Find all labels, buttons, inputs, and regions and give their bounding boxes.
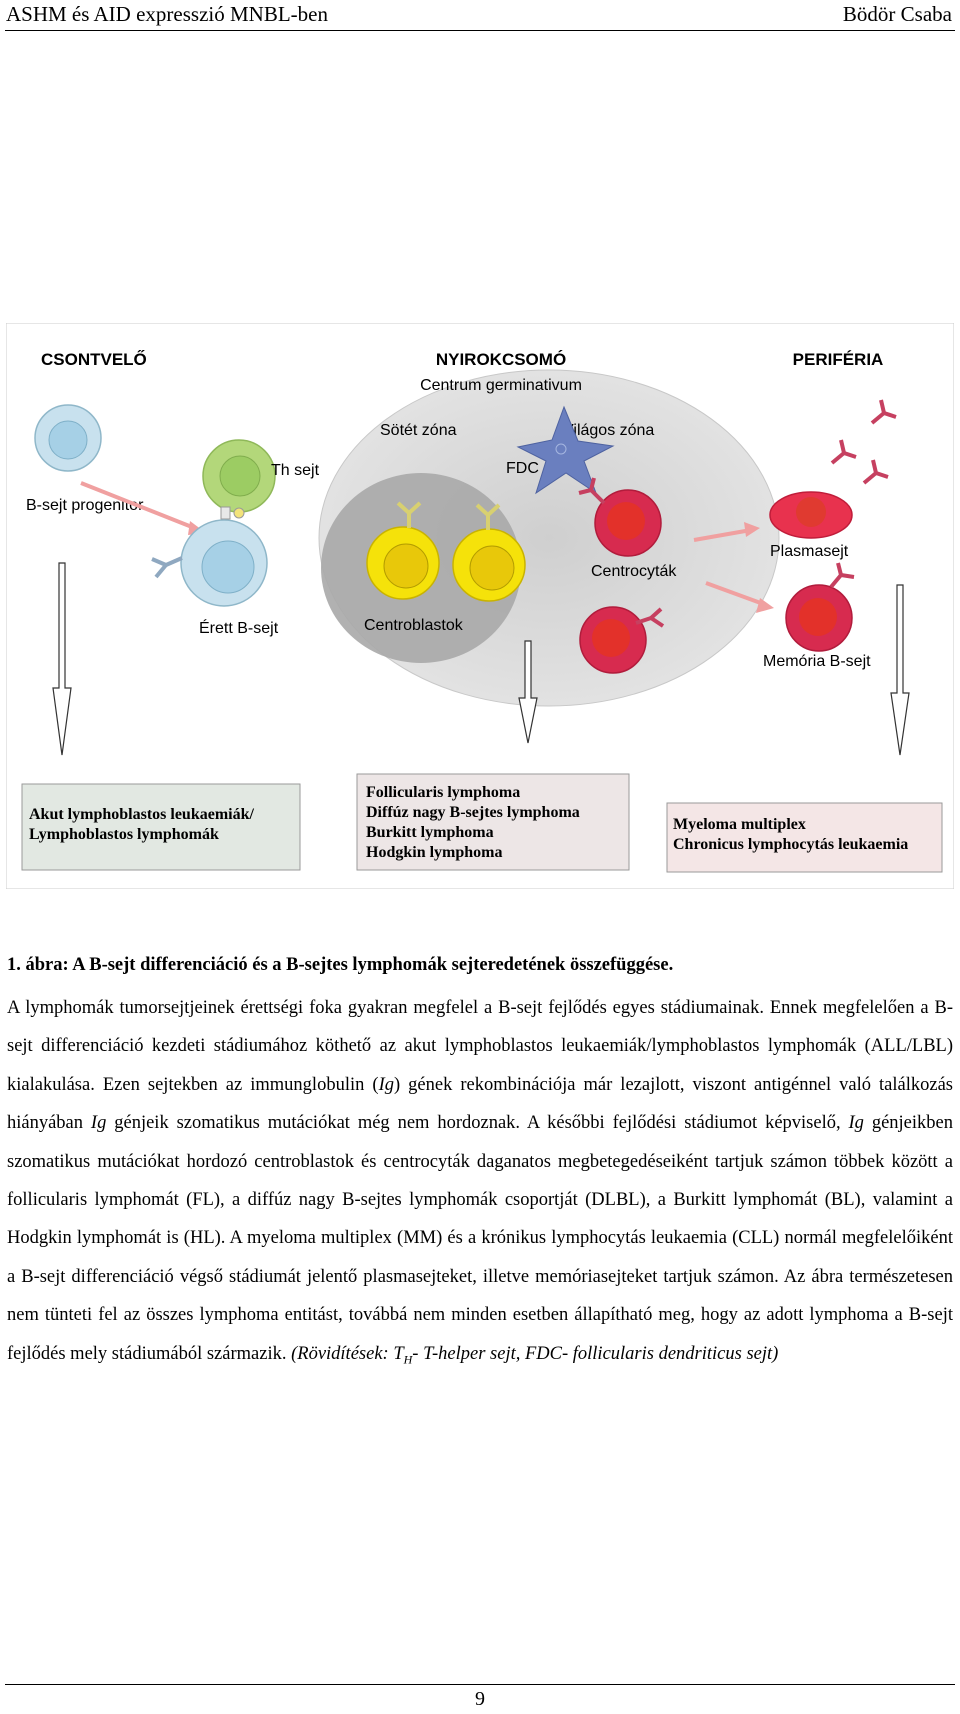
label-fdc: FDC <box>506 460 539 477</box>
th-cell <box>202 439 276 520</box>
svg-text:Lymphoblastos lymphomák: Lymphoblastos lymphomák <box>29 826 219 843</box>
label-dark-zone: Sötét zóna <box>380 422 457 439</box>
b-cell-differentiation-figure: CSONTVELŐ NYIROKCSOMÓ Centrum germinativ… <box>6 323 954 889</box>
svg-text:Hodgkin lymphoma: Hodgkin lymphoma <box>366 844 502 861</box>
label-germinal-center: Centrum germinativum <box>420 377 582 394</box>
box-mm-cll: Myeloma multiplex Chronicus lymphocytás … <box>666 802 943 873</box>
box-all-lbl: Akut lymphoblastos leukaemiák/ Lymphobla… <box>21 783 301 871</box>
page-number: 9 <box>475 1688 485 1710</box>
svg-text:Diffúz nagy B-sejtes lymphoma: Diffúz nagy B-sejtes lymphoma <box>366 804 580 821</box>
svg-text:Chronicus lymphocytás leukaemi: Chronicus lymphocytás leukaemia <box>673 836 908 853</box>
fdc-cell <box>516 405 615 495</box>
label-bone-marrow: CSONTVELŐ <box>41 350 147 369</box>
svg-text:Burkitt lymphoma: Burkitt lymphoma <box>366 824 494 841</box>
header-rule <box>5 30 955 31</box>
header-title: ASHM és AID expresszió MNBL-ben <box>6 2 328 26</box>
label-periphery: PERIFÉRIA <box>793 350 884 369</box>
label-centroblasts: Centroblastok <box>364 617 464 634</box>
label-th-cell: Th sejt <box>271 462 320 479</box>
memory-b-cell <box>785 562 855 652</box>
label-b-progenitor: B-sejt progenitor <box>26 497 144 514</box>
label-plasma-cell: Plasmasejt <box>770 543 849 560</box>
down-arrow-2 <box>518 640 538 744</box>
abbreviations: (Rövidítések: TH- T-helper sejt, FDC- fo… <box>291 1343 779 1367</box>
down-arrow-1 <box>52 562 72 756</box>
svg-text:Myeloma multiplex: Myeloma multiplex <box>673 816 806 833</box>
label-memory-b: Memória B-sejt <box>763 653 871 670</box>
arrow-to-memory <box>705 581 774 613</box>
b-progenitor-cell <box>34 404 102 472</box>
centroblast-cell-1 <box>366 501 440 600</box>
label-lymph-node: NYIROKCSOMÓ <box>436 350 566 369</box>
arrow-to-plasma <box>693 522 760 542</box>
footer-rule <box>5 1684 955 1685</box>
mature-b-cell <box>151 519 268 607</box>
label-centrocytes: Centrocyták <box>591 563 677 580</box>
figure-caption: 1. ábra: A B-sejt differenciáció és a B-… <box>7 955 674 975</box>
centrocyte-cell-2 <box>579 606 665 674</box>
svg-text:Follicularis lymphoma: Follicularis lymphoma <box>366 784 520 801</box>
box-gc-lymphomas: Follicularis lymphoma Diffúz nagy B-sejt… <box>356 773 630 871</box>
label-mature-b: Érett B-sejt <box>199 618 279 637</box>
header-author: Bödör Csaba <box>842 2 952 26</box>
down-arrow-3 <box>890 584 910 756</box>
label-light-zone: Világos zóna <box>563 422 654 439</box>
svg-text:Akut lymphoblastos leukaemiák/: Akut lymphoblastos leukaemiák/ <box>29 806 254 823</box>
centroblast-cell-2 <box>452 503 526 602</box>
centrocyte-cell-1 <box>578 477 662 557</box>
body-paragraph: A lymphomák tumorsejtjeinek érettségi fo… <box>7 998 953 1367</box>
plasma-cell <box>769 399 897 539</box>
